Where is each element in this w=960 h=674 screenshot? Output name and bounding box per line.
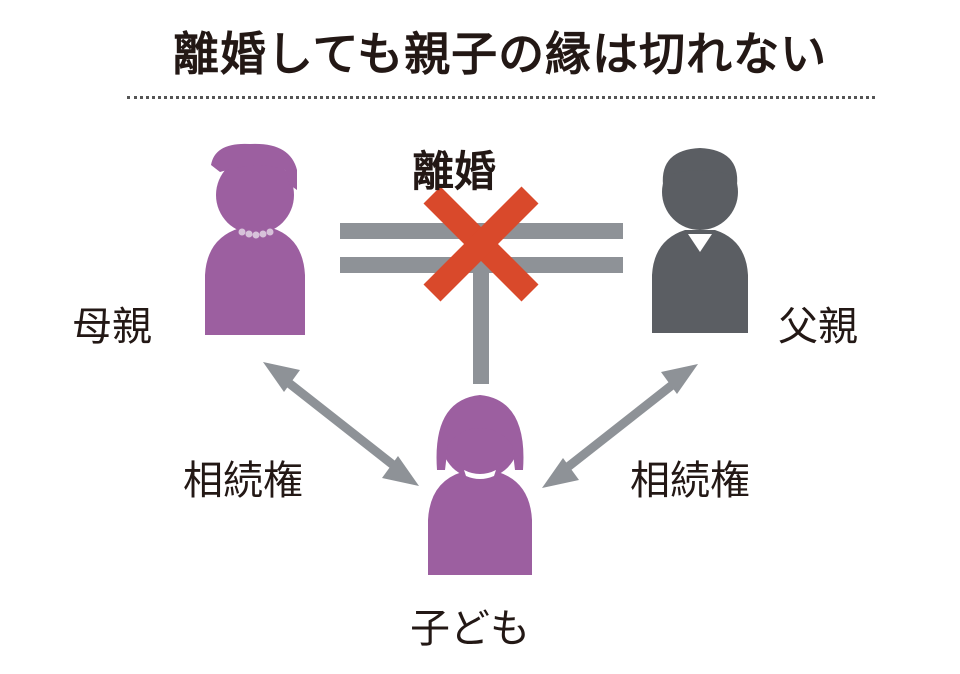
- mother-figure-icon: [205, 143, 305, 335]
- arrow-mother-child-icon: [263, 362, 419, 486]
- inheritance-label-left: 相続権: [183, 458, 303, 504]
- mother-label: 母親: [72, 304, 152, 350]
- child-connector-line: [473, 262, 489, 384]
- divorce-cross-icon: [423, 186, 539, 302]
- father-label: 父親: [778, 304, 858, 350]
- father-figure-icon: [652, 148, 748, 333]
- title-divider: [127, 96, 875, 99]
- divorce-label: 離婚: [412, 147, 497, 196]
- page-title: 離婚しても親子の縁は切れない: [172, 27, 828, 81]
- arrow-father-child-icon: [542, 364, 698, 488]
- inheritance-label-right: 相続権: [630, 458, 750, 504]
- child-figure-icon: [428, 395, 532, 575]
- child-label: 子ども: [410, 606, 530, 652]
